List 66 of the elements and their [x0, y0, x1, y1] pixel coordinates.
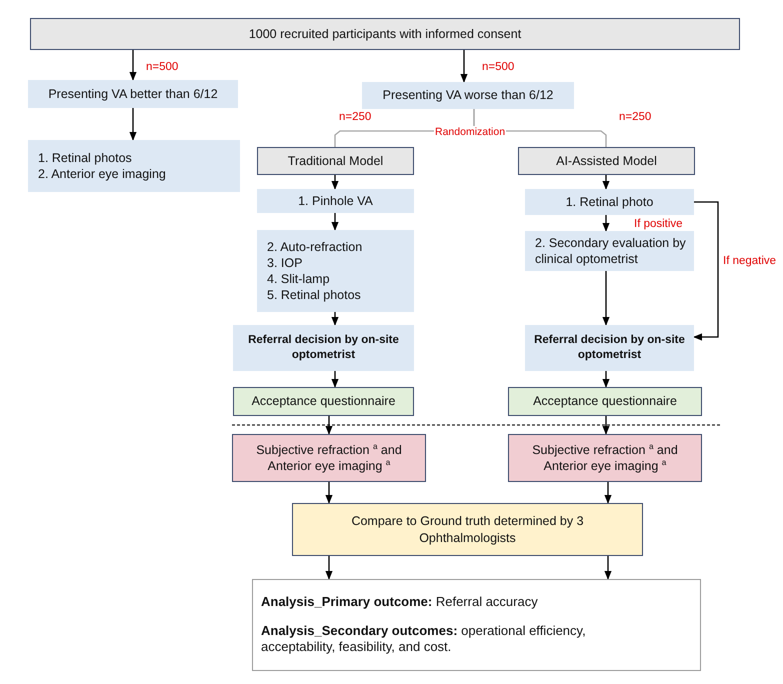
process-box	[28, 80, 238, 108]
list-item: 5. Retinal photos	[267, 287, 361, 304]
list-item: 4. Slit-lamp	[267, 271, 330, 288]
node-text: Presenting VA worse than 6/12	[382, 87, 554, 104]
node-text: 1000 recruited participants with informed consent	[248, 26, 522, 42]
node-text: 1. Retinal photo	[566, 194, 654, 210]
process-box	[525, 325, 694, 371]
edge-label: If positive	[633, 218, 684, 230]
edge-label: n=500	[145, 61, 180, 73]
node-text: Analysis_Secondary outcomes: operational efficiency, acceptability, feasibility, and cost.	[261, 622, 587, 656]
list-item: 1. Retinal photos	[38, 150, 132, 166]
node-text: Analysis_Primary outcome: Referral accuracy	[261, 594, 538, 611]
process-box	[508, 434, 702, 482]
arrow	[331, 213, 339, 231]
node-text: Acceptance questionnaire	[252, 393, 396, 410]
process-box	[233, 387, 414, 416]
process-box	[233, 325, 414, 371]
edge-label: n=250	[338, 111, 372, 123]
arrow	[325, 556, 333, 580]
list-item: 2. Auto-refraction	[267, 238, 362, 255]
list-box	[28, 140, 240, 192]
node-text: Compare to Ground truth determined by 3 Ophthalmologists	[350, 513, 585, 546]
arrow	[331, 371, 339, 388]
node-text: Acceptance questionnaire	[533, 393, 677, 410]
node-text: Traditional Model	[288, 152, 384, 170]
outcome-box	[252, 579, 701, 671]
node-text: Subjective refraction $^{a}$ and Anterior eye imaging $^{a}$	[255, 442, 403, 474]
arrow	[325, 416, 333, 435]
arrow	[693, 201, 719, 341]
arrow	[602, 416, 610, 435]
arrow	[331, 175, 339, 190]
process-box	[525, 231, 694, 271]
process-box	[232, 434, 426, 482]
process-box	[257, 147, 414, 175]
edge-label: n=250	[618, 111, 652, 123]
list-box	[257, 230, 414, 312]
node-text: Referral decision by on-site optometrist	[247, 333, 400, 363]
note-label: Randomization	[434, 126, 506, 138]
node-text: 2. Secondary evaluation by clinical optometrist	[535, 234, 687, 268]
process-box	[30, 18, 740, 50]
arrow	[602, 271, 610, 326]
process-box	[508, 387, 702, 416]
arrow	[325, 482, 333, 504]
arrow	[602, 371, 610, 388]
list-item: 3. IOP	[267, 254, 302, 271]
process-box	[518, 147, 695, 175]
node-text: Presenting VA better than 6/12	[48, 86, 218, 102]
arrow	[604, 556, 612, 580]
arrow	[331, 312, 339, 326]
process-box	[525, 189, 694, 215]
arrow	[129, 50, 137, 81]
node-text: AI-Assisted Model	[556, 152, 657, 170]
arrow	[460, 50, 468, 83]
node-text: Subjective refraction $^{a}$ and Anterior eye imaging $^{a}$	[531, 442, 679, 474]
node-text: 1. Pinhole VA	[298, 192, 373, 210]
arrow	[602, 175, 610, 190]
node-text: Referral decision by on-site optometrist	[533, 333, 686, 363]
arrow	[604, 482, 612, 504]
edge-label: n=500	[481, 61, 516, 73]
arrow	[602, 215, 610, 232]
process-box	[292, 503, 643, 556]
arrow	[129, 108, 137, 141]
process-box	[257, 189, 414, 213]
edge-label: If negative	[722, 255, 778, 267]
process-box	[362, 82, 574, 109]
list-item: 2. Anterior eye imaging	[38, 166, 166, 182]
